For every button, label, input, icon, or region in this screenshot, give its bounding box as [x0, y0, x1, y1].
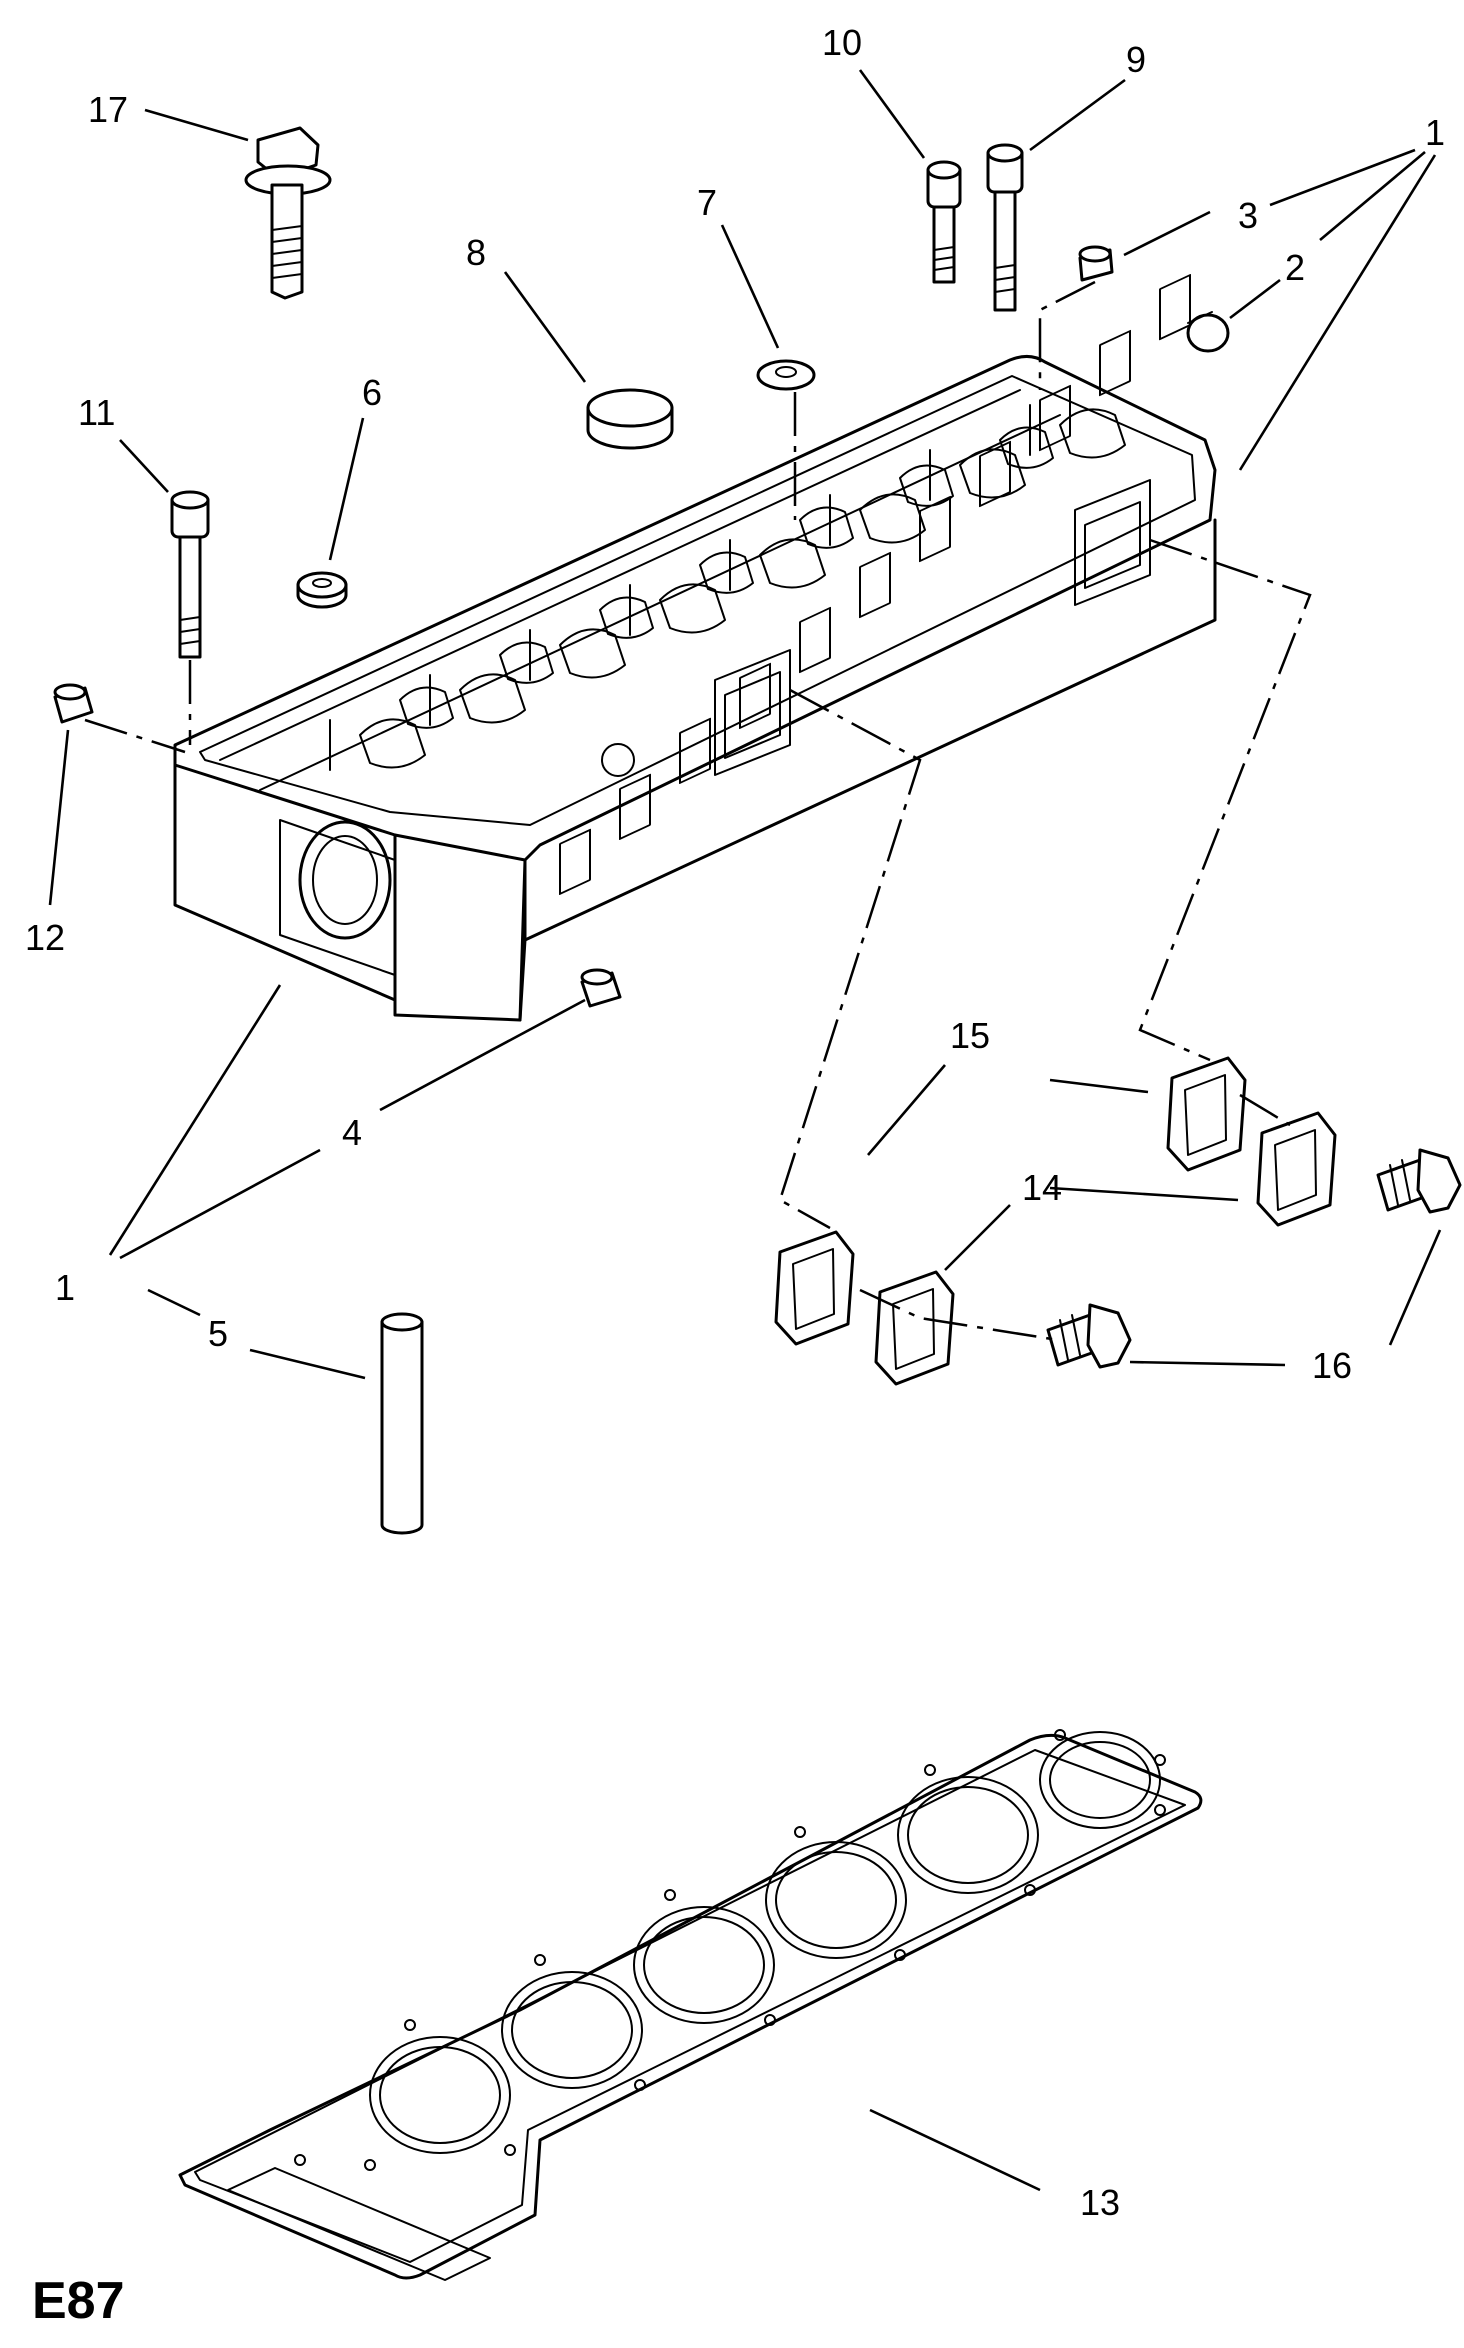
- callout-15: 15: [950, 1015, 990, 1056]
- callout-5: 5: [208, 1313, 228, 1354]
- callout-17: 17: [88, 89, 128, 130]
- callout-8: 8: [466, 232, 486, 273]
- callout-11: 11: [78, 392, 115, 433]
- pin-5: [380, 1312, 424, 1535]
- dowel-3: [1078, 245, 1114, 282]
- callout-10: 10: [822, 22, 862, 63]
- leader-lines: [48, 69, 1442, 2192]
- figure-code: E87: [32, 2272, 125, 2330]
- cap-screw-10: [926, 160, 962, 284]
- callout-9: 9: [1126, 39, 1146, 80]
- cap-screw-11: [170, 490, 210, 659]
- callout-6: 6: [362, 372, 382, 413]
- sleeve-2: [1186, 311, 1230, 353]
- plug-8: [586, 388, 674, 450]
- hex-bolts: [1046, 1148, 1462, 1369]
- callout-16: 16: [1312, 1345, 1352, 1386]
- callout-2: 2: [1285, 247, 1305, 288]
- callout-12: 12: [25, 917, 65, 958]
- callout-4: 4: [342, 1112, 362, 1153]
- flange-gaskets: [774, 1056, 1337, 1386]
- callouts: 1 1 2 3 4 5 6 7 8 9 10 11 12 13 14 15 16…: [25, 22, 1445, 2223]
- flange-bolt: [244, 126, 332, 300]
- seal-6: [296, 571, 348, 609]
- callout-1-bottom: 1: [55, 1267, 75, 1308]
- dowel-4: [580, 968, 622, 1008]
- callout-14: 14: [1022, 1167, 1062, 1208]
- head-gasket: [178, 1729, 1203, 2281]
- seal-7: [756, 359, 816, 391]
- callout-7: 7: [697, 182, 717, 223]
- callout-1-top: 1: [1425, 112, 1445, 153]
- cap-screw-9: [986, 143, 1024, 312]
- callout-3: 3: [1238, 195, 1258, 236]
- assembly-lines: [84, 280, 1312, 1342]
- cylinder-head: [173, 273, 1217, 1022]
- callout-13: 13: [1080, 2182, 1120, 2223]
- dowel-12: [53, 683, 94, 724]
